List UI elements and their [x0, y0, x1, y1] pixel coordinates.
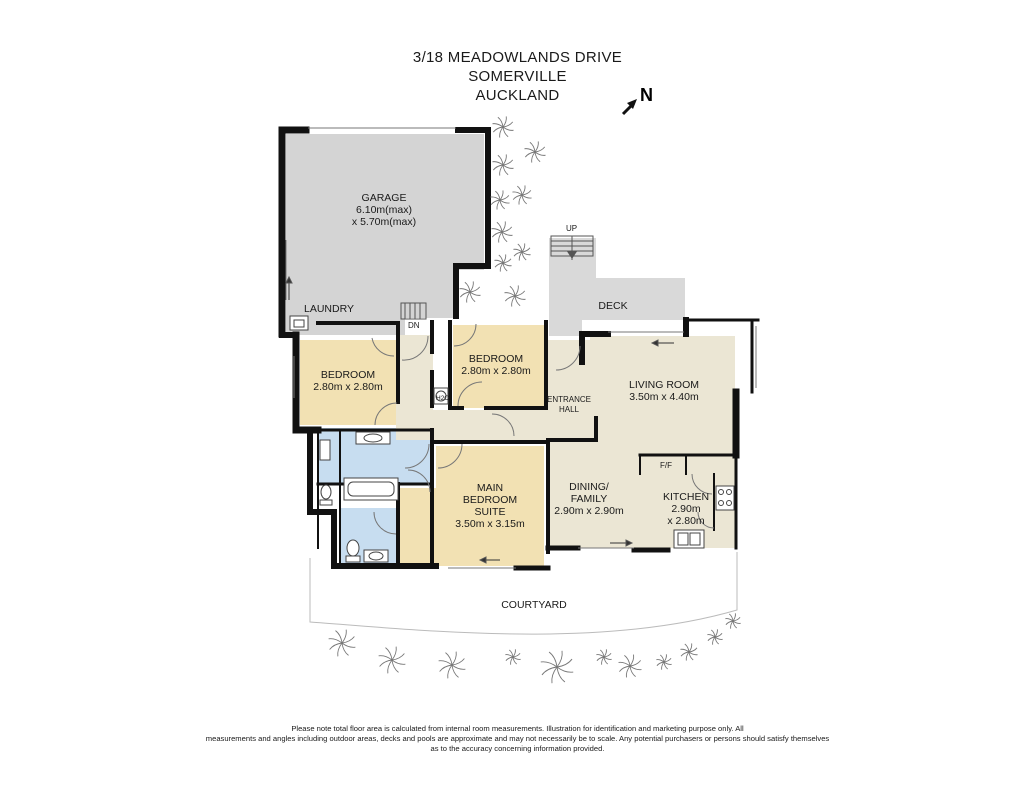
deck-label: DECK [598, 300, 627, 312]
living-label: LIVING ROOM [629, 379, 699, 391]
ensuite-toilet-icon [346, 539, 360, 557]
bedroom-1-dims: 2.80m x 2.80m [313, 381, 383, 393]
toilet-icon [320, 484, 332, 500]
plant-icon [512, 185, 532, 205]
bedroom-2-area [453, 325, 544, 408]
plant-icon [492, 154, 514, 176]
kitchen-dim-1: 2.90m [671, 503, 700, 515]
north-label: N [640, 85, 653, 105]
bedroom-2-dims: 2.80m x 2.80m [461, 365, 531, 377]
main-bedroom-label-3: SUITE [475, 506, 506, 518]
plant-icon [513, 243, 531, 261]
ensuite-basin-icon [363, 549, 389, 563]
courtyard-outline [309, 552, 738, 635]
garage-dim-2: x 5.70m(max) [352, 216, 416, 228]
plant-icon [504, 285, 526, 307]
plant-icon [524, 141, 546, 163]
plant-icon [492, 116, 514, 138]
kitchen-sink-icon [673, 529, 705, 549]
dining-label-2: FAMILY [571, 493, 608, 505]
plant-icon [680, 643, 698, 661]
bathtub-icon [343, 477, 399, 501]
plant-icon [328, 629, 356, 657]
plant-icon [494, 254, 512, 272]
main-bedroom-label-2: BEDROOM [463, 494, 517, 506]
address-line-1: 3/18 MEADOWLANDS DRIVE [412, 49, 623, 66]
plant-icon [596, 649, 612, 665]
disclaimer: Please note total floor area is calculat… [150, 724, 885, 754]
dn-label: DN [408, 321, 420, 330]
north-arrow-icon [621, 99, 637, 116]
garage-label: GARAGE [362, 192, 407, 204]
garage-area [286, 134, 484, 335]
plant-icon [540, 650, 574, 684]
plant-icon [459, 281, 481, 303]
plant-icon [378, 646, 406, 674]
kitchen-dim-2: x 2.80m [667, 515, 705, 527]
plant-icon [438, 651, 466, 679]
disclaimer-line-3: as to the accuracy concerning informatio… [430, 744, 605, 753]
disclaimer-line-1: Please note total floor area is calculat… [291, 724, 744, 733]
plant-icon [505, 649, 521, 665]
cooktop-icon [715, 485, 735, 511]
bedroom-1-label: BEDROOM [321, 369, 375, 381]
main-bedroom-label-1: MAIN [477, 482, 503, 494]
garage-dim-1: 6.10m(max) [356, 204, 412, 216]
plant-icon [618, 654, 642, 678]
dining-dims: 2.90m x 2.90m [554, 505, 624, 517]
plant-icon [490, 190, 510, 210]
entrance-label-1: ENTRANCE [547, 395, 591, 404]
laundry-tub-icon [289, 315, 309, 331]
disclaimer-line-2: measurements and angles including outdoo… [205, 734, 830, 743]
kitchen-label: KITCHEN [663, 491, 709, 503]
bedroom-2-label: BEDROOM [469, 353, 523, 365]
laundry-label: LAUNDRY [304, 303, 354, 315]
plants [328, 116, 741, 684]
bath-shelf [319, 439, 331, 461]
entrance-label-2: HALL [559, 405, 580, 414]
courtyard-label: COURTYARD [501, 599, 567, 611]
fixtures [289, 315, 735, 563]
up-label: UP [566, 224, 577, 233]
main-bedroom-area [436, 446, 544, 566]
dining-label-1: DINING/ [569, 481, 609, 493]
address-line-2: SOMERVILLE [468, 68, 567, 85]
plant-icon [707, 629, 723, 645]
h2o-label: H2O [436, 395, 449, 402]
basin-icon [355, 431, 391, 445]
plant-icon [491, 221, 513, 243]
ff-label: F/F [660, 461, 672, 470]
plant-icon [656, 654, 672, 670]
main-bedroom-dims: 3.50m x 3.15m [455, 518, 525, 530]
address-line-3: AUCKLAND [475, 87, 560, 104]
living-dims: 3.50m x 4.40m [629, 391, 699, 403]
deck-stairs [285, 235, 674, 564]
plant-icon [725, 613, 741, 629]
door-swings [371, 323, 715, 535]
deck-area [549, 238, 685, 336]
